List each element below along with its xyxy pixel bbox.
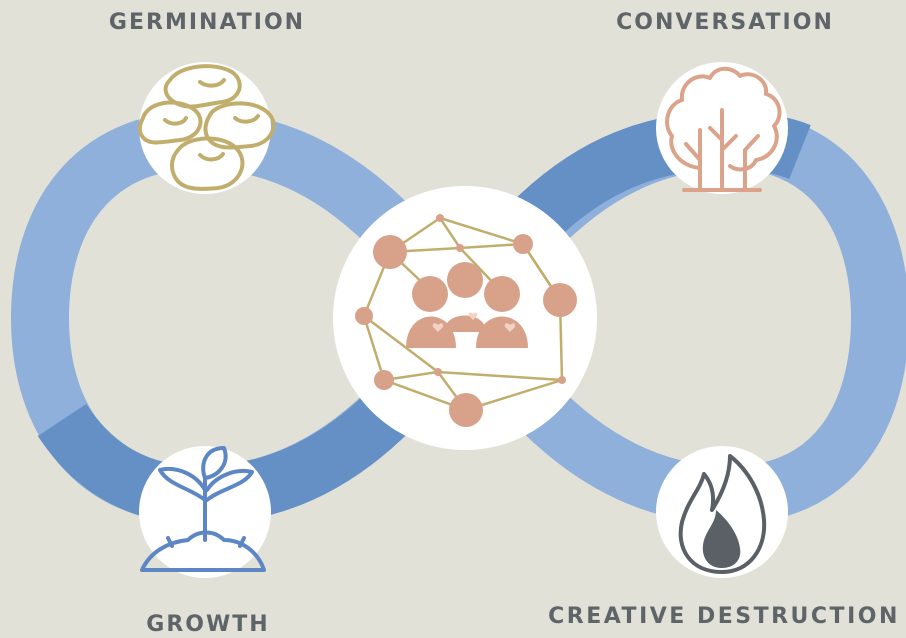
- label-creative-destruction: CREATIVE DESTRUCTION: [548, 604, 900, 629]
- tree-icon: [665, 66, 782, 192]
- label-conversation: CONVERSATION: [616, 10, 834, 35]
- bean-seeds-icon: [137, 64, 276, 191]
- label-growth: GROWTH: [146, 612, 270, 637]
- node-destruction: [656, 446, 788, 578]
- community-network-icon: [355, 214, 577, 427]
- flame-icon: [678, 454, 767, 574]
- label-germination: GERMINATION: [108, 10, 306, 35]
- sprout-icon: [140, 446, 266, 572]
